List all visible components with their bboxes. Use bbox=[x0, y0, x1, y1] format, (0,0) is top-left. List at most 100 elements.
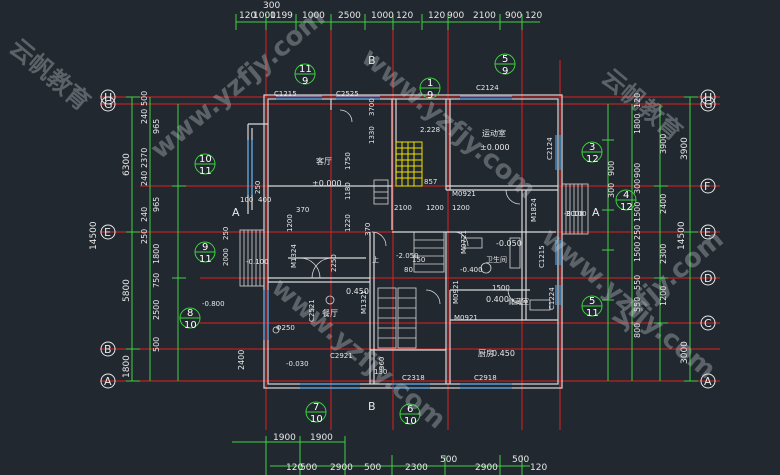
level-tag: -2.050 bbox=[396, 252, 419, 260]
room-name: 厨房 bbox=[478, 348, 494, 358]
dim-text: 14500 bbox=[677, 221, 687, 250]
section-top: 5 bbox=[589, 296, 595, 307]
section-top: 3 bbox=[589, 142, 595, 153]
section-top: 10 bbox=[199, 154, 212, 165]
axis-label: D bbox=[704, 272, 712, 285]
axis-label: E bbox=[704, 226, 711, 239]
stair-direction: 上 bbox=[372, 255, 379, 264]
dim-text: 2400 bbox=[659, 194, 668, 214]
dim-text: 1220 bbox=[344, 214, 352, 232]
window-tag: C2124 bbox=[476, 84, 499, 92]
section-top: 8 bbox=[187, 308, 193, 319]
dim-text: 1750 bbox=[344, 152, 352, 170]
door-tag: M0721 bbox=[460, 230, 468, 254]
dim-text: 1200 bbox=[659, 286, 668, 306]
dim-text: 2370 bbox=[140, 148, 149, 168]
room-name: 餐厅 bbox=[322, 309, 338, 318]
axis-label: C bbox=[704, 317, 712, 330]
dim-text: 900 bbox=[607, 161, 616, 176]
dim-text: 900 bbox=[505, 11, 522, 21]
dim-text: 550 bbox=[633, 297, 642, 312]
dim-text: 120 bbox=[525, 11, 542, 21]
dim-text: 1000 bbox=[302, 11, 325, 21]
dim-text: 130 bbox=[374, 368, 387, 376]
door-tag: M0921 bbox=[452, 280, 460, 304]
dim-text: 2250 bbox=[330, 254, 338, 272]
door-tag: M0921 bbox=[454, 314, 478, 322]
axis-label: F bbox=[704, 180, 710, 193]
section-mark: B bbox=[368, 54, 376, 67]
section-top: 9 bbox=[202, 242, 208, 253]
level-tag: -0.100 bbox=[564, 210, 587, 218]
window-tag: C1215 bbox=[538, 245, 546, 268]
dim-text: 1200 bbox=[426, 204, 444, 212]
dim-text: 3700 bbox=[368, 98, 376, 116]
dim-text: 2300 bbox=[405, 463, 428, 473]
room-name: 储藏室 bbox=[508, 297, 529, 306]
fixture-tag: Φ250 bbox=[276, 324, 295, 332]
room-level: ±0.000 bbox=[312, 179, 342, 188]
dim-text: 2300 bbox=[659, 244, 668, 264]
dim-text: 300 bbox=[263, 1, 280, 11]
dim-text: 120 bbox=[530, 463, 547, 473]
dim-text: 370 bbox=[364, 223, 372, 236]
axis-label: H bbox=[704, 91, 712, 104]
watermark: www.yzfjy.com bbox=[266, 272, 452, 435]
section-bot: 11 bbox=[199, 166, 212, 177]
level-tag: 857 bbox=[424, 178, 437, 186]
dim-text: 1200 bbox=[452, 204, 470, 212]
axis-label: G bbox=[704, 98, 713, 111]
dim-text: 240 bbox=[140, 207, 149, 222]
section-bot: 9 bbox=[302, 76, 308, 87]
level-tag: -0.100 bbox=[246, 258, 269, 266]
section-bot: 9 bbox=[502, 66, 508, 77]
dim-text: 500 bbox=[152, 337, 161, 352]
dim-text: 500 bbox=[300, 463, 317, 473]
section-bot: 10 bbox=[184, 320, 197, 331]
section-bubble-frames bbox=[179, 53, 637, 425]
dim-text: 250 bbox=[140, 229, 149, 244]
dim-text: 120 bbox=[428, 11, 445, 21]
dim-text: 360 bbox=[378, 357, 386, 370]
axis-label: A bbox=[104, 375, 112, 388]
dim-text: 500 bbox=[140, 91, 149, 106]
dim-text: 120 bbox=[286, 463, 303, 473]
dim-text: 1900 bbox=[273, 433, 296, 443]
level-tag: -0.800 bbox=[202, 300, 225, 308]
dim-text: 1330 bbox=[368, 126, 376, 144]
dim-text: 750 bbox=[152, 273, 161, 288]
dim-text: 2000 bbox=[222, 248, 230, 266]
section-bot: 11 bbox=[586, 308, 599, 319]
section-top: 6 bbox=[407, 404, 413, 415]
door-tag: M1824 bbox=[530, 198, 538, 222]
left-dimension-text: 6300 14500 5800 1800 500 240 965 2370 24… bbox=[89, 91, 246, 378]
dim-text: 1800 bbox=[122, 355, 132, 378]
dim-text: 500 bbox=[512, 455, 529, 465]
dimension-lines bbox=[126, 14, 698, 475]
section-bot: 12 bbox=[586, 154, 599, 165]
dim-text: 250 bbox=[633, 225, 642, 240]
dim-text: 1000 bbox=[371, 11, 394, 21]
dim-text: 800 bbox=[633, 323, 642, 338]
dim-text: 120 bbox=[396, 11, 413, 21]
dim-text: 1800 bbox=[152, 244, 161, 264]
room-level: 0.450 bbox=[492, 349, 515, 358]
watermark: www.yzfjy.com bbox=[356, 42, 542, 205]
room-level: 0.400 bbox=[486, 295, 509, 304]
axis-label: A bbox=[704, 375, 712, 388]
dim-text: 80 bbox=[404, 266, 413, 274]
dim-text: 250 bbox=[254, 181, 262, 194]
dim-text: 965 bbox=[152, 197, 161, 212]
dim-text: 300 bbox=[607, 183, 616, 198]
level-tag: -0.400 bbox=[460, 266, 483, 274]
dim-text: 1180 bbox=[344, 182, 352, 200]
left-axis-bubbles bbox=[100, 89, 116, 389]
level-tag: 2.228 bbox=[420, 126, 440, 134]
door-swings bbox=[299, 109, 523, 305]
dim-text: 1199 bbox=[270, 11, 293, 21]
right-dimension-text: 3900 14500 3000 120 1800 3900 900 2400 3… bbox=[607, 93, 690, 364]
windows bbox=[247, 95, 561, 389]
section-top: 11 bbox=[299, 64, 312, 75]
